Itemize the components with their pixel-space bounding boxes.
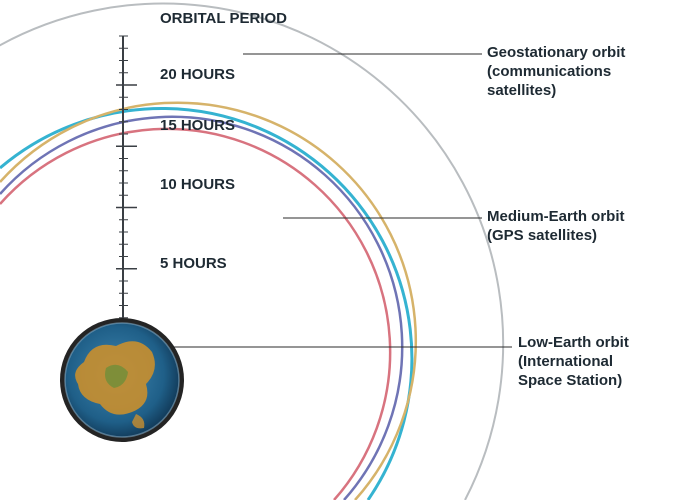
medium-earth-orbit-label: Medium-Earth orbit (GPS satellites) bbox=[487, 207, 625, 245]
period-axis-ticks bbox=[116, 35, 137, 331]
earth-globe bbox=[60, 318, 184, 442]
geostationary-label-line-3: satellites) bbox=[487, 82, 557, 99]
tick-label-10-hours: 10 HOURS bbox=[160, 176, 236, 193]
low-earth-label-line-1: Low-Earth orbit bbox=[518, 334, 629, 351]
low-earth-label-line-2: (International bbox=[518, 353, 614, 370]
medium-earth-orbit-arc-purple bbox=[0, 115, 404, 500]
geostationary-label-line-2: (communications bbox=[487, 63, 612, 80]
medium-earth-orbit-arc-red bbox=[0, 127, 392, 500]
geostationary-label-line-1: Geostationary orbit bbox=[487, 44, 626, 61]
geostationary-orbit-arc bbox=[0, 2, 505, 500]
low-earth-label-line-3: Space Station) bbox=[518, 372, 623, 389]
low-earth-orbit-label: Low-Earth orbit (International Space Sta… bbox=[518, 333, 629, 390]
tick-label-15-hours: 15 HOURS bbox=[160, 117, 236, 134]
medium-earth-label-line-2: (GPS satellites) bbox=[487, 227, 598, 244]
medium-earth-orbit-arc-blue bbox=[0, 107, 414, 500]
geostationary-orbit-label: Geostationary orbit (communications sate… bbox=[487, 43, 625, 100]
tick-label-5-hours: 5 HOURS bbox=[160, 255, 227, 272]
tick-label-20-hours: 20 HOURS bbox=[160, 66, 236, 83]
scale-title: ORBITAL PERIOD bbox=[160, 10, 287, 27]
medium-earth-orbit-arc-gold bbox=[0, 101, 418, 500]
medium-earth-label-line-1: Medium-Earth orbit bbox=[487, 208, 625, 225]
